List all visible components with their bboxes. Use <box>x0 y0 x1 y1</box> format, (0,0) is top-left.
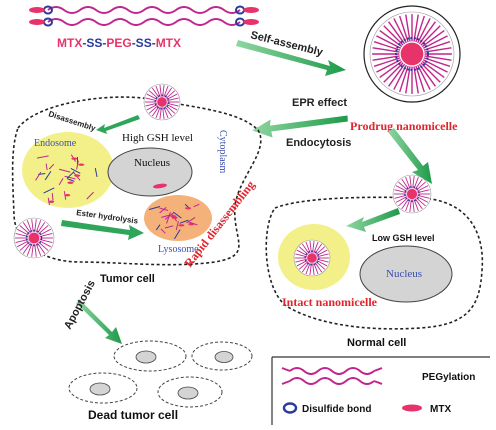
endosome-compartment <box>22 132 114 208</box>
normal-cell-arrow <box>388 128 432 184</box>
normal-nucleus <box>359 245 453 303</box>
apoptosis-label: Apoptosis <box>62 278 98 331</box>
epr-arrow <box>252 115 348 138</box>
endocytosis-label: Endocytosis <box>286 137 351 149</box>
normal-nucleus-label: Nucleus <box>386 268 422 280</box>
high-gsh-label: High GSH level <box>122 132 193 144</box>
ester-hydrolysis-arrow <box>61 220 144 240</box>
self-assembly-arrow <box>236 40 346 76</box>
normal-entry-micelle-icon <box>392 174 432 214</box>
endosome-label: Endosome <box>34 138 77 149</box>
disassembly-arrow <box>96 115 140 134</box>
dead-cell <box>68 372 138 404</box>
prodrug-nanomicelle-label: Prodrug nanomicelle <box>350 119 458 133</box>
normal-cell-label: Normal cell <box>347 337 406 349</box>
legend-mtx: MTX <box>430 404 451 415</box>
dead-tumor-cell-label: Dead tumor cell <box>88 408 178 422</box>
pegylation-icon <box>281 367 383 385</box>
conjugate-molecule <box>29 5 259 27</box>
disassembly-label: Disassembly <box>47 109 97 133</box>
cytoplasm-label: Cytoplasm <box>217 130 228 174</box>
mtx-icon <box>243 19 259 25</box>
normal-cell-membrane <box>265 196 484 330</box>
mtx-icon <box>243 7 259 13</box>
ester-hydrolysis-label: Ester hydrolysis <box>76 208 139 226</box>
low-gsh-label: Low GSH level <box>372 233 435 243</box>
legend: PEGylation Disulfide bond MTX <box>271 356 490 425</box>
mtx-icon <box>153 183 167 189</box>
intact-nanomicelle-label: Intact nanomicelle <box>282 295 378 309</box>
conjugate-formula: MTX-SS-PEG-SS-MTX <box>57 36 181 50</box>
mtx-icon <box>29 7 45 13</box>
normal-entry-arrow <box>346 208 400 232</box>
mtx-legend-icon <box>402 404 422 412</box>
disulfide-bond-icon <box>282 402 298 414</box>
legend-disulfide: Disulfide bond <box>302 404 371 415</box>
lysosome-label: Lysosome <box>158 244 199 255</box>
apoptosis-arrow <box>76 300 122 344</box>
dead-cell <box>191 341 253 371</box>
endosome-fragments <box>35 154 98 206</box>
dead-cell <box>113 340 187 372</box>
legend-pegylation: PEGylation <box>422 372 475 383</box>
dead-cells-group <box>68 340 253 408</box>
prodrug-nanomicelle-icon <box>363 5 461 103</box>
dead-cell <box>157 376 223 408</box>
mtx-icon <box>29 19 45 25</box>
tumor-entry-micelle-icon <box>143 83 181 121</box>
tumor-left-micelle-icon <box>13 217 55 259</box>
intact-micelle-icon <box>293 239 331 277</box>
epr-effect-label: EPR effect <box>292 97 347 109</box>
tumor-nucleus <box>107 147 193 197</box>
lysosome-fragments <box>148 203 200 240</box>
tumor-cell-label: Tumor cell <box>100 273 155 285</box>
tumor-nucleus-label: Nucleus <box>134 157 170 169</box>
